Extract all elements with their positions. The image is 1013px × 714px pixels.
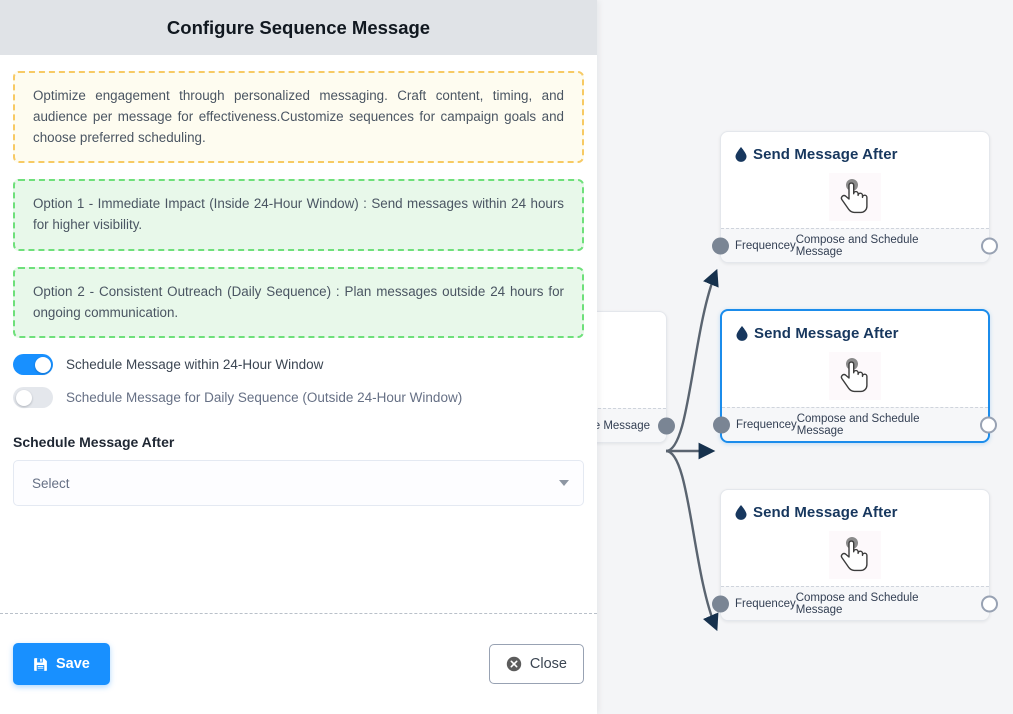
droplet-icon: [735, 505, 747, 520]
droplet-icon: [735, 147, 747, 162]
modal-header: Configure Sequence Message: [0, 0, 597, 55]
node-footer-left-label: Frequencey: [735, 597, 796, 610]
node-footer-right-label: Compose and Schedule Message: [795, 233, 919, 258]
info-note-option-2: Option 2 - Consistent Outreach (Daily Se…: [13, 266, 584, 339]
select-value: Select: [32, 475, 70, 491]
node-title-row: Send Message After: [735, 504, 975, 521]
toggle-schedule-within-24h[interactable]: [13, 354, 53, 376]
node-footer: Frequencey Compose and Schedule Message: [712, 586, 998, 620]
node-title-text: Send Message After: [753, 504, 898, 521]
modal-body: Optimize engagement through personalized…: [0, 55, 597, 613]
footer-divider: [0, 613, 597, 614]
chevron-down-icon: [559, 480, 569, 487]
pointing-hand-icon: [829, 352, 881, 400]
toggle-row-daily-sequence[interactable]: Schedule Message for Daily Sequence (Out…: [13, 387, 584, 409]
node-footer-right-label: Compose and Schedule Message: [795, 591, 919, 616]
toggle-knob: [34, 356, 51, 373]
node-title-row: Send Message After: [736, 325, 974, 342]
flow-node-send-message-after-3[interactable]: Send Message After Frequencey Compose an…: [712, 489, 998, 621]
info-note-overview: Optimize engagement through personalized…: [13, 71, 584, 164]
close-button-label: Close: [529, 656, 567, 672]
page-title: Configure Sequence Message: [166, 16, 431, 38]
node-output-port[interactable]: [980, 416, 997, 433]
info-note-option-1: Option 1 - Immediate Impact (Inside 24-H…: [13, 179, 584, 251]
node-footer-left-label: Frequencey: [735, 239, 796, 252]
node-output-port[interactable]: [658, 417, 675, 434]
node-output-port[interactable]: [981, 595, 998, 612]
node-output-port[interactable]: [981, 237, 998, 254]
node-body: Send Message After: [721, 490, 989, 586]
close-circle-icon: [506, 656, 522, 672]
droplet-icon: [736, 326, 748, 341]
node-input-port[interactable]: [712, 237, 729, 254]
save-button[interactable]: Save: [13, 643, 110, 685]
save-icon: [33, 657, 48, 672]
pointing-hand-icon: [829, 173, 881, 221]
toggle-knob: [15, 389, 32, 406]
schedule-message-after-select[interactable]: Select: [13, 460, 584, 507]
node-title-text: Send Message After: [753, 146, 898, 163]
pointing-hand-icon: [829, 531, 881, 579]
node-input-port[interactable]: [713, 416, 730, 433]
toggle-schedule-daily-sequence[interactable]: [13, 387, 53, 409]
node-body: Send Message After: [722, 311, 988, 407]
node-footer: Frequencey Compose and Schedule Message: [713, 407, 997, 441]
node-title-row: Send Message After: [735, 146, 975, 163]
node-input-port[interactable]: [712, 595, 729, 612]
node-footer-right-label: Compose and Schedule Message: [796, 412, 920, 437]
toggle-row-within-24h[interactable]: Schedule Message within 24-Hour Window: [13, 354, 584, 376]
toggle-label-daily-sequence: Schedule Message for Daily Sequence (Out…: [66, 390, 463, 406]
close-button[interactable]: Close: [488, 644, 584, 684]
modal-footer: Save Close: [0, 614, 597, 714]
flow-node-send-message-after-2[interactable]: Send Message After Frequencey Compose an…: [713, 309, 997, 443]
node-body: Send Message After: [721, 132, 989, 228]
node-footer-left-label: Frequencey: [736, 418, 797, 431]
flow-node-send-message-after-1[interactable]: Send Message After Frequencey Compose an…: [712, 131, 998, 263]
toggle-label-within-24h: Schedule Message within 24-Hour Window: [66, 357, 324, 373]
configure-sequence-message-modal: Configure Sequence Message Optimize enga…: [0, 0, 597, 714]
node-footer-right-label: ce Message: [587, 419, 650, 432]
save-button-label: Save: [56, 656, 90, 672]
node-footer: Frequencey Compose and Schedule Message: [712, 228, 998, 262]
node-title-text: Send Message After: [754, 325, 899, 342]
schedule-message-after-label: Schedule Message After: [13, 434, 175, 451]
